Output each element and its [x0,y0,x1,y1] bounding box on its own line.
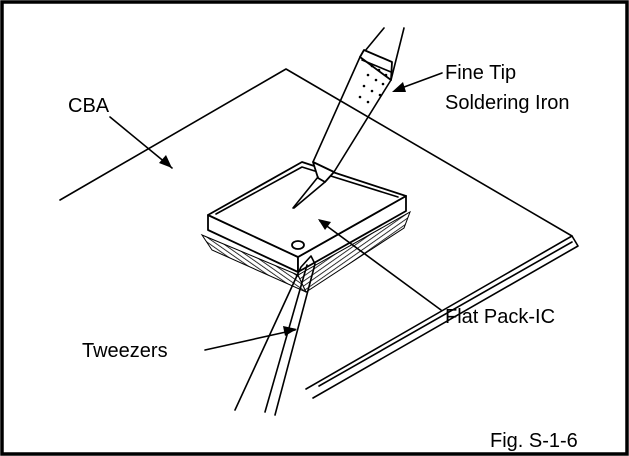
leader-lines [109,72,443,351]
ic-label: Flat Pack-IC [445,306,555,328]
figure-number: Fig. S-1-6 [490,430,578,452]
tweezers-arrowhead [283,326,297,336]
tweezers-icon [234,255,316,416]
tweezers-leader [204,329,296,351]
cba-board [59,68,579,399]
iron-label-line1: Fine Tip [445,62,516,84]
ic-arrowhead [318,219,331,230]
cba-leader [109,116,173,169]
soldering-iron-icon [292,27,405,209]
cba-arrowhead [159,155,172,168]
tweezers-label: Tweezers [82,340,168,362]
flat-pack-ic-icon [200,161,411,294]
cba-label: CBA [68,95,110,117]
iron-arrowhead [392,82,406,92]
ic-leader [319,220,442,311]
iron-label-line2: Soldering Iron [445,92,570,114]
